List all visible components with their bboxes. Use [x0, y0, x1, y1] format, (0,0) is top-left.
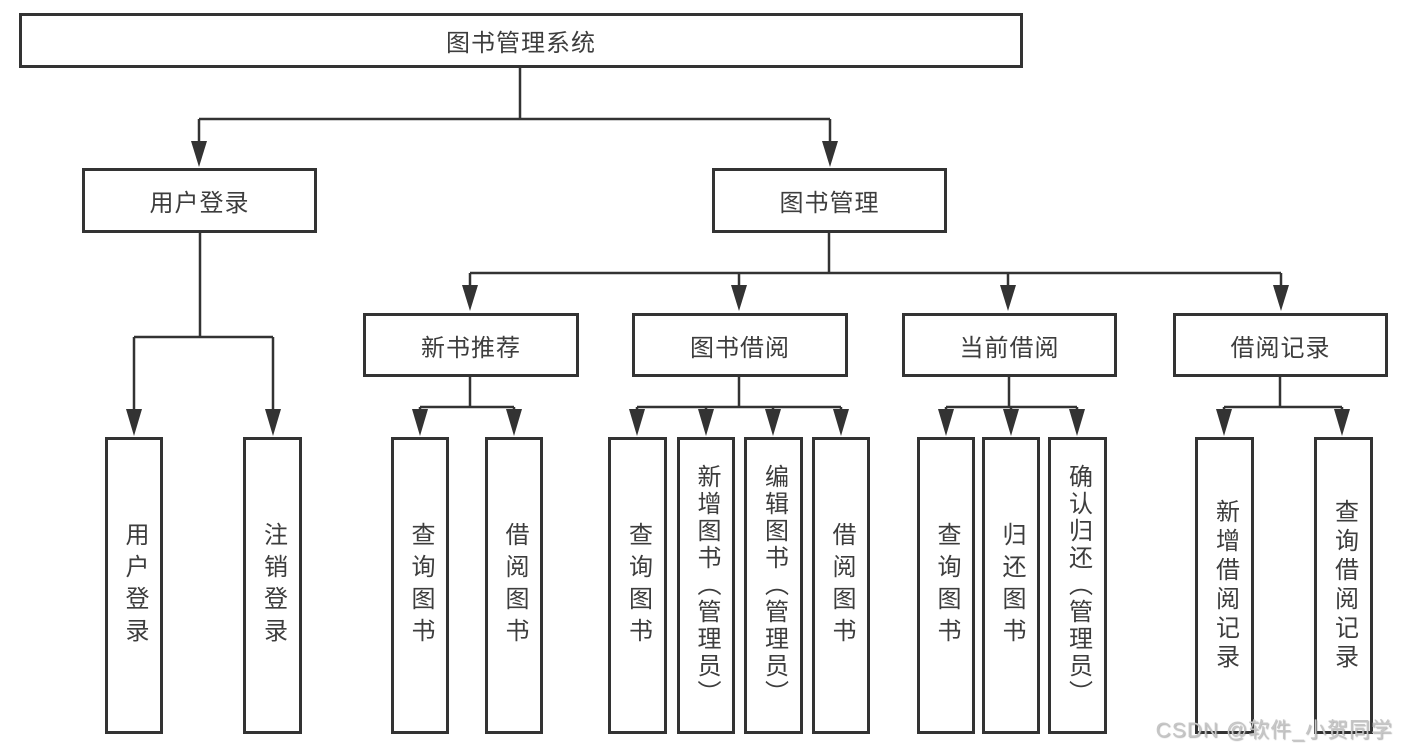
- node-current-borrowing: 当前借阅: [902, 313, 1117, 377]
- watermark: CSDN @软件_小贺同学: [1155, 719, 1393, 742]
- leaf-borrow-books-2: 借阅图书: [812, 437, 870, 734]
- leaf-logout: 注销登录: [243, 437, 302, 734]
- leaf-query-books-3: 查询图书: [917, 437, 975, 734]
- leaf-add-borrow-record: 新增借阅记录: [1195, 437, 1254, 734]
- node-borrowing-records: 借阅记录: [1173, 313, 1388, 377]
- leaf-borrow-books-1: 借阅图书: [485, 437, 543, 734]
- node-book-management: 图书管理: [712, 168, 947, 233]
- leaf-confirm-return-admin: 确认归还（管理员）: [1048, 437, 1107, 734]
- node-user-login: 用户登录: [82, 168, 317, 233]
- leaf-edit-book-admin: 编辑图书（管理员）: [744, 437, 803, 734]
- leaf-query-borrow-record: 查询借阅记录: [1314, 437, 1373, 734]
- leaf-query-books-2: 查询图书: [608, 437, 667, 734]
- leaf-query-books-1: 查询图书: [391, 437, 449, 734]
- node-new-book-recommendation: 新书推荐: [363, 313, 579, 377]
- node-book-borrowing: 图书借阅: [632, 313, 848, 377]
- node-root: 图书管理系统: [19, 13, 1023, 68]
- leaf-add-book-admin: 新增图书（管理员）: [677, 437, 735, 734]
- leaf-return-book: 归还图书: [982, 437, 1040, 734]
- arrowheads: [126, 141, 1350, 436]
- leaf-user-login: 用户登录: [105, 437, 163, 734]
